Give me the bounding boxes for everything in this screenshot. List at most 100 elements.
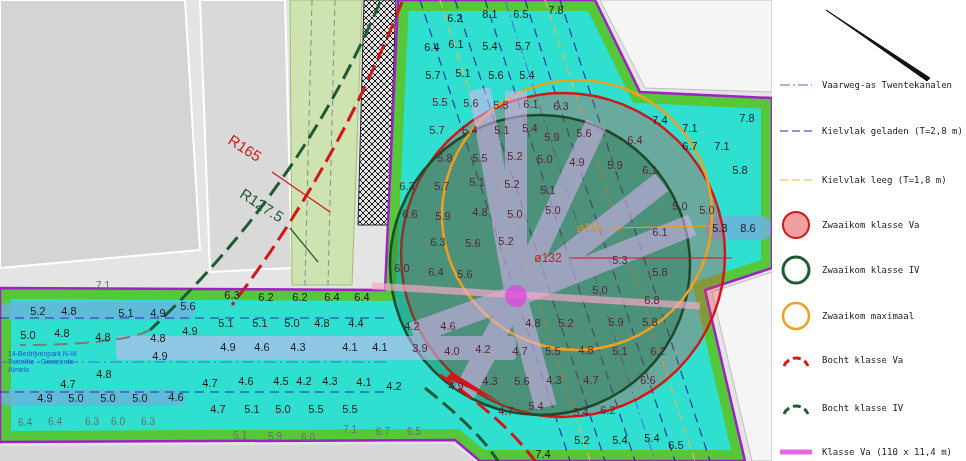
depth-value: 5.2 <box>498 236 513 247</box>
depth-value: 4.1 <box>372 342 387 353</box>
depth-value: 4.8 <box>96 369 111 380</box>
deep-zone <box>0 302 195 320</box>
depth-value: 5.5 <box>545 346 560 357</box>
depth-value: 4.9 <box>37 393 52 404</box>
depth-value: 8.1 <box>482 9 497 20</box>
depth-value: 5.2 <box>30 306 45 317</box>
depth-value: 4.8 <box>578 345 593 356</box>
depth-value: 5.3 <box>612 255 627 266</box>
depth-value: 5.6 <box>463 98 478 109</box>
depth-value: 7.8 <box>739 113 754 124</box>
depth-value: 5.9 <box>608 317 623 328</box>
depth-value: 7.1 <box>682 123 697 134</box>
keel-loaded-line <box>0 392 390 393</box>
depth-value: 5.3 <box>712 223 727 234</box>
depth-value: 4.7 <box>60 379 75 390</box>
depth-value: 7.1 <box>96 281 110 291</box>
depth-value: 5.1 <box>455 68 470 79</box>
depth-value: 5.0 <box>275 404 290 415</box>
depth-value: 5.4 <box>573 407 588 418</box>
depth-value: 5.0 <box>592 285 607 296</box>
keel-loaded-line <box>0 318 390 319</box>
depth-value: 6.2 <box>600 405 615 416</box>
bend-iv <box>425 388 498 461</box>
depth-value: 6.8 <box>644 295 659 306</box>
depth-value: 4.7 <box>498 406 513 417</box>
keel-lines <box>0 0 710 461</box>
depth-value: 3.9 <box>412 343 427 354</box>
depth-value: 5.1 <box>469 177 484 188</box>
north-arrow <box>826 10 930 81</box>
legend-swatch-empty <box>780 179 812 180</box>
arrow-head <box>446 372 500 402</box>
depth-value: 7.1 <box>714 141 729 152</box>
depth-value: 5.9 <box>268 432 282 442</box>
depth-value: 5.4 <box>522 123 537 134</box>
quay <box>0 444 476 461</box>
legend-entry: Zwaaikom klasse IV <box>822 266 920 275</box>
depth-value: 4.2 <box>296 376 311 387</box>
ship-axis <box>372 286 700 306</box>
building <box>200 0 292 272</box>
depth-value: 4.6 <box>168 392 183 403</box>
depth-value: 5.7 <box>515 41 530 52</box>
depth-value: 4.6 <box>440 321 455 332</box>
ship-sweep <box>512 215 696 307</box>
turning-center <box>505 285 527 307</box>
legend-entry: Klasse Va (110 x 11,4 m) <box>822 448 952 457</box>
depth-value: 5.9 <box>435 211 450 222</box>
depth-value: 5.0 <box>20 330 35 341</box>
depth-value: 6.1 <box>652 227 667 238</box>
bend-iv <box>150 2 380 330</box>
depth-value: 5.6 <box>488 70 503 81</box>
depth-value: 5.1 <box>233 431 247 441</box>
depth-value: 5.5 <box>432 97 447 108</box>
depth-value: 5.8 <box>732 165 747 176</box>
depth-value: 4.1 <box>356 377 371 388</box>
depth-value: 5.1 <box>218 318 233 329</box>
depth-value: 6.3 <box>553 101 568 112</box>
depth-value: 6.3 <box>399 181 414 192</box>
depth-value: 5.1 <box>540 185 555 196</box>
depth-value: 5.0 <box>699 205 714 216</box>
ship-sweep <box>116 336 516 360</box>
depth-value: 4.9 <box>182 326 197 337</box>
depth-value: 4.8 <box>472 207 487 218</box>
depth-value: 6.7 <box>376 427 390 437</box>
depth-value: 5.3 <box>493 100 508 111</box>
legend-swatch-basin-max <box>783 303 809 329</box>
depth-value: 5.4 <box>528 401 543 412</box>
depth-value: 6.6 <box>402 209 417 220</box>
legend-entry: Zwaaikom maximaal <box>822 312 914 321</box>
legend-entry: Zwaaikom klasse Va <box>822 221 920 230</box>
depth-value: 4.1 <box>342 342 357 353</box>
legend-entry: Kielvlak leeg (T=1,8 m) <box>822 176 947 185</box>
depth-value: 5.2 <box>507 151 522 162</box>
depth-value: 4.7 <box>210 404 225 415</box>
legend-swatch-basin-iv <box>783 257 809 283</box>
depth-value: 6.4 <box>18 418 32 428</box>
legend-entry: Bocht klasse Va <box>822 356 903 365</box>
depth-value: 6.3 <box>141 417 155 427</box>
legend-text: Bocht klasse Va <box>822 355 903 365</box>
depth-value: 5.6 <box>576 128 591 139</box>
depth-value: 5.8 <box>642 317 657 328</box>
depth-value: 8.6 <box>740 223 755 234</box>
depth-value: 6.4 <box>48 417 62 427</box>
depth-value: 4.5 <box>273 376 288 387</box>
legend-swatch-ship <box>780 450 812 455</box>
depth-value: 7.8 <box>548 5 563 16</box>
legend-text: Zwaaikom klasse IV <box>822 265 920 275</box>
bank-line <box>0 0 772 461</box>
legend-text: Vaarweg-as Twentekanalen <box>822 80 952 90</box>
depth-value: 5.2 <box>574 435 589 446</box>
depth-value: 5.6 <box>180 301 195 312</box>
depth-value: 5.4 <box>644 433 659 444</box>
rail-line <box>328 0 335 285</box>
depth-value: 4.3 <box>546 375 561 386</box>
depth-value: 5.0 <box>100 393 115 404</box>
diameter-label: ø132 <box>534 252 561 264</box>
water-area <box>0 0 772 461</box>
depth-value: 4.3 <box>290 342 305 353</box>
depth-value: 6.5 <box>407 427 421 437</box>
